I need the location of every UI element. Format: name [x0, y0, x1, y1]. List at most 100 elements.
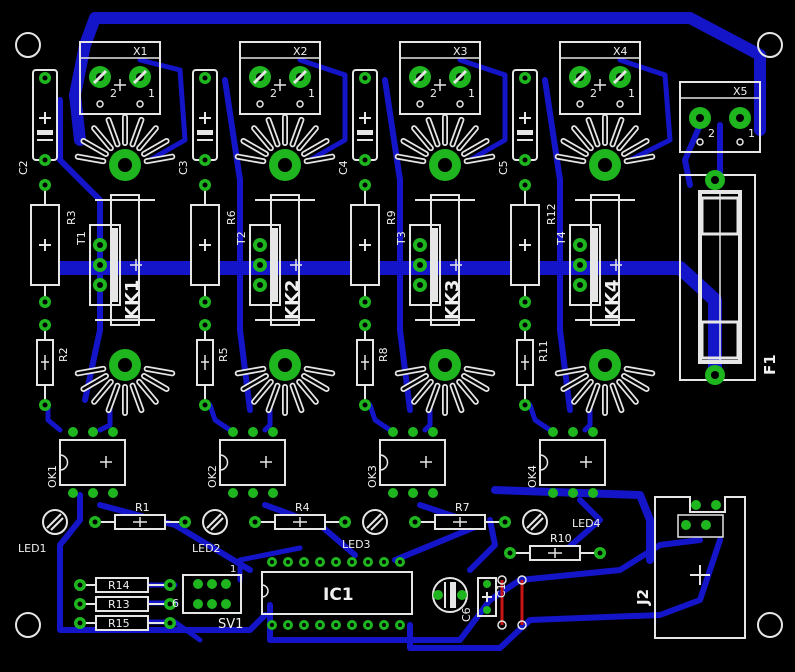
connector-label: X2 [293, 45, 308, 58]
resistor-r8: R8 [356, 319, 390, 411]
heatsink-kk4: KK4 [554, 114, 656, 416]
j2-label: J2 [634, 589, 652, 606]
resistor-label: R4 [295, 501, 310, 514]
x5-label: X5 [733, 85, 748, 98]
resistor-label: R7 [455, 501, 470, 514]
resistor-label: R12 [545, 203, 558, 225]
optocoupler-ok3: OK3 [366, 427, 446, 498]
channels: C2R3T1KK1R2OK1R1C3R6T2KK2R5OK2R4C4R9T3KK… [17, 69, 656, 561]
sv1-pin1: 1 [230, 564, 236, 575]
heatsink-kk2: KK2 [234, 114, 336, 416]
sv1-pin6: 6 [172, 597, 179, 610]
x5-pin1: 1 [748, 127, 755, 140]
c6-label: C6 [460, 607, 473, 622]
resistor-r14: R14 [74, 577, 176, 593]
resistor-label: R9 [385, 210, 398, 225]
resistor-r6: R6 [190, 179, 238, 308]
transistor-t3: T3 [395, 224, 462, 306]
resistor-r15: R15 [74, 615, 176, 631]
resistor-r10: R10 [504, 532, 606, 561]
terminal-x5: X5 2 1 [679, 81, 761, 153]
resistor-label: R5 [217, 347, 230, 362]
ic1-label: IC1 [323, 585, 354, 605]
connector-label: X3 [453, 45, 468, 58]
resistor-label: R13 [108, 598, 130, 611]
resistor-r7: R7 [409, 501, 511, 530]
pin-label: 2 [110, 87, 117, 100]
terminal-x1: X1 2 1 [79, 41, 161, 115]
pin-label: 1 [308, 87, 315, 100]
x5-pin2: 2 [708, 127, 715, 140]
pin-label: 2 [430, 87, 437, 100]
capacitor-c2: C2 [17, 69, 58, 175]
resistor-label: R14 [108, 579, 130, 592]
fuse-f1: F1 [679, 170, 779, 385]
pin-label: 2 [270, 87, 277, 100]
connector-label: X1 [133, 45, 148, 58]
terminal-x2: X2 2 1 [239, 41, 321, 115]
heatsink-kk1: KK1 [74, 114, 176, 416]
optocoupler-ok1: OK1 [46, 427, 126, 498]
led-label: LED3 [342, 538, 371, 551]
transistor-t1: T1 [75, 224, 142, 306]
c1-label: C1 [495, 583, 508, 598]
connector-label: X4 [613, 45, 628, 58]
transistor-label: T1 [75, 231, 88, 246]
optocoupler-ok2: OK2 [206, 427, 286, 498]
capacitor-c6: C6 [432, 577, 473, 622]
optocoupler-label: OK1 [46, 465, 59, 488]
resistor-r3: R3 [30, 179, 78, 308]
pin-label: 1 [148, 87, 155, 100]
led-label: LED2 [192, 542, 221, 555]
sv1-label: SV1 [218, 617, 243, 632]
resistor-r11: R11 [516, 319, 550, 411]
resistor-label: R1 [135, 501, 150, 514]
terminal-x4: X4 2 1 [559, 41, 641, 115]
optocoupler-label: OK2 [206, 465, 219, 488]
optocoupler-ok4: OK4 [526, 427, 606, 498]
resistor-r13: R13 [74, 596, 176, 612]
transistor-label: T4 [555, 231, 568, 246]
resistor-label: R10 [550, 532, 572, 545]
heatsink-label: KK2 [282, 280, 303, 320]
resistor-label: R2 [57, 347, 70, 362]
capacitor-c5: C5 [497, 69, 538, 175]
resistor-r12: R12 [510, 179, 558, 308]
resistor-r1: R1 [89, 501, 191, 530]
heatsink-label: KK4 [602, 280, 623, 320]
capacitor-label: C4 [337, 160, 350, 175]
heatsink-label: KK3 [442, 280, 463, 320]
resistor-label: R6 [225, 210, 238, 225]
transistor-label: T3 [395, 231, 408, 246]
led-led2 [202, 509, 228, 535]
capacitor-c1: C1 [477, 575, 527, 630]
resistor-r5: R5 [196, 319, 230, 411]
pin-label: 1 [468, 87, 475, 100]
transistor-label: T2 [235, 231, 248, 246]
capacitor-label: C5 [497, 160, 510, 175]
led-led3 [362, 509, 388, 535]
resistor-label: R15 [108, 617, 130, 630]
pin-label: 1 [628, 87, 635, 100]
resistor-r4: R4 [249, 501, 351, 530]
pin-label: 2 [590, 87, 597, 100]
capacitor-c4: C4 [337, 69, 378, 175]
terminal-x3: X3 2 1 [399, 41, 481, 115]
ic1: IC1 [261, 557, 413, 630]
resistor-r2: R2 [36, 319, 70, 411]
capacitor-label: C2 [17, 160, 30, 175]
resistor-label: R8 [377, 347, 390, 362]
resistor-label: R3 [65, 210, 78, 225]
led-led1 [42, 509, 68, 535]
resistor-r9: R9 [350, 179, 398, 308]
jack-j2: J2 [634, 496, 746, 639]
resistor-label: R11 [537, 340, 550, 362]
transistor-t4: T4 [555, 224, 622, 306]
